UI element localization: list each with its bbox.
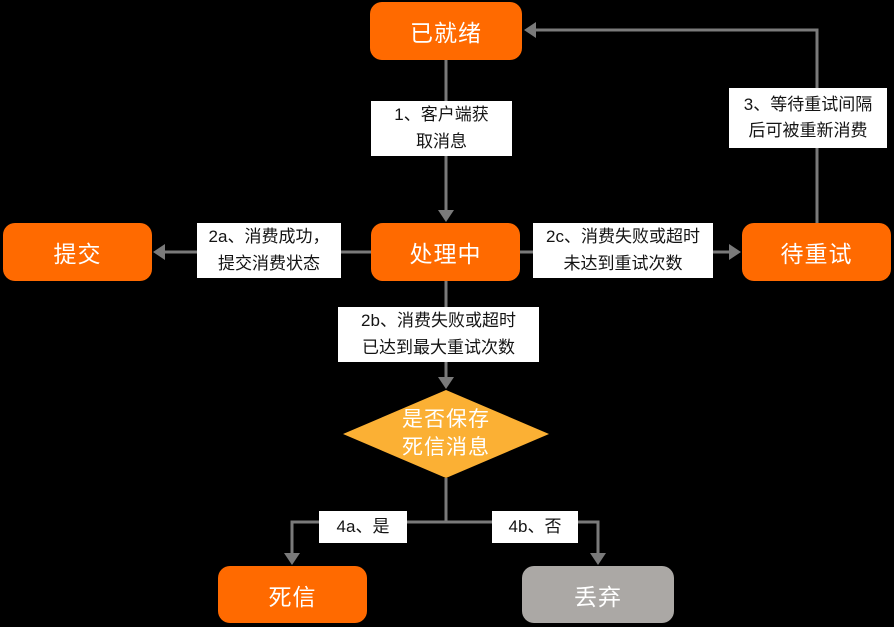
decision-save-dead-letter-label: 是否保存 死信消息 (402, 407, 490, 459)
node-processing: 处理中 (371, 223, 520, 281)
edge-label-1-client-fetch: 1、客户端获 取消息 (371, 101, 512, 156)
arrowhead-into-decision (438, 377, 454, 389)
arrowhead-into-dead-letter (284, 553, 300, 565)
node-discard: 丢弃 (522, 566, 674, 623)
node-dead-letter-label: 死信 (268, 583, 317, 610)
arrowhead-into-ready (524, 22, 536, 38)
arrowhead-into-retry (729, 244, 741, 260)
edge-label-4a-yes: 4a、是 (319, 511, 407, 543)
edge-label-2a-consume-success: 2a、消费成功， 提交消费状态 (197, 223, 341, 278)
node-retry-wait: 待重试 (742, 223, 891, 281)
connector-branch-rail (290, 520, 600, 555)
node-ready-label: 已就绪 (410, 20, 482, 46)
edge-label-3-retry-interval: 3、等待重试间隔 后可被重新消费 (729, 88, 887, 148)
arrowhead-into-discard (590, 553, 606, 565)
node-retry-wait-label: 待重试 (780, 241, 853, 267)
node-commit: 提交 (3, 223, 152, 281)
node-ready: 已就绪 (370, 2, 522, 60)
arrowhead-into-processing (438, 210, 454, 222)
edge-label-4b-no: 4b、否 (492, 511, 578, 543)
arrowhead-into-commit (153, 244, 165, 260)
connector-retry-ready (535, 28, 819, 223)
node-processing-label: 处理中 (409, 241, 482, 267)
node-discard-label: 丢弃 (574, 583, 622, 610)
node-dead-letter: 死信 (218, 566, 367, 623)
edge-label-2c-retries-not-reached: 2c、消费失败或超时 未达到重试次数 (533, 223, 713, 278)
node-commit-label: 提交 (53, 241, 102, 267)
edge-label-2b-max-retries-reached: 2b、消费失败或超时 已达到最大重试次数 (338, 307, 539, 362)
